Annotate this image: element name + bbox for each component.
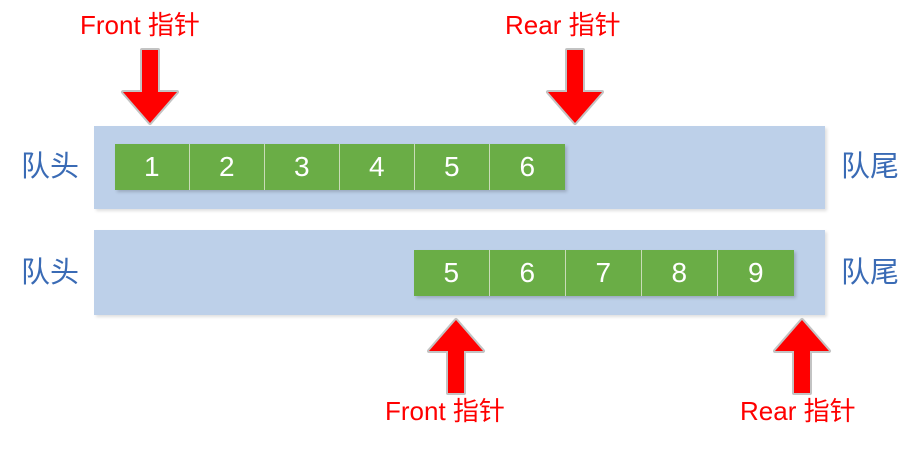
queue-head-label-top: 队头 xyxy=(21,151,80,183)
rear-pointer-label-bottom: Rear 指针 xyxy=(740,396,856,426)
queue-cell: 6 xyxy=(490,250,566,296)
front-pointer-label-top: Front 指针 xyxy=(80,10,200,40)
queue-cell: 4 xyxy=(340,144,415,190)
queue-cells-bottom: 5 6 7 8 9 xyxy=(414,250,794,296)
queue-cell: 9 xyxy=(718,250,794,296)
queue-cells-top: 1 2 3 4 5 6 xyxy=(115,144,565,190)
queue-tail-label-bottom: 队尾 xyxy=(841,257,900,289)
rear-pointer-arrow-down-icon xyxy=(544,48,606,126)
queue-cell: 5 xyxy=(414,250,490,296)
queue-tail-label-top: 队尾 xyxy=(841,151,900,183)
queue-head-label-bottom: 队头 xyxy=(21,257,80,289)
queue-cell: 7 xyxy=(566,250,642,296)
front-pointer-label-bottom: Front 指针 xyxy=(385,396,505,426)
rear-pointer-label-top: Rear 指针 xyxy=(505,10,621,40)
queue-cell: 5 xyxy=(415,144,490,190)
front-pointer-arrow-up-icon xyxy=(425,317,487,395)
front-pointer-arrow-down-icon xyxy=(119,48,181,126)
rear-pointer-arrow-up-icon xyxy=(771,317,833,395)
queue-cell: 3 xyxy=(265,144,340,190)
queue-cell: 1 xyxy=(115,144,190,190)
queue-cell: 8 xyxy=(642,250,718,296)
queue-cell: 6 xyxy=(490,144,565,190)
queue-cell: 2 xyxy=(190,144,265,190)
